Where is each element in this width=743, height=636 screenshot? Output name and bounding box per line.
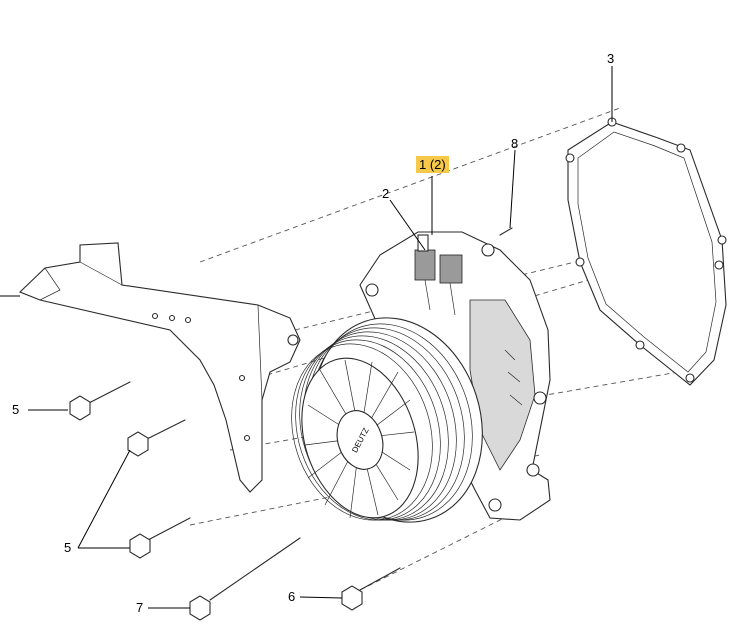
callout-item-8: 8 (511, 136, 519, 151)
callout-item-5-lower: 5 (64, 540, 72, 555)
callout-item-7: 7 (136, 600, 144, 615)
callout-item-1: 1 (2) (416, 156, 449, 173)
bolt-5-lower (129, 517, 191, 559)
bolt-5-middle (127, 419, 186, 457)
pin-8 (499, 227, 513, 236)
bolt-7 (189, 537, 301, 621)
bolt-5-upper (69, 381, 131, 421)
callout-item-6: 6 (288, 589, 296, 604)
callout-item-5-upper: 5 (12, 402, 20, 417)
leader-lines (0, 66, 613, 609)
callout-item-3: 3 (607, 51, 615, 66)
fan-clutch-part: DEUTZ (291, 317, 483, 523)
bolt-6 (341, 567, 401, 611)
gasket-part (565, 117, 727, 386)
bracket-part (19, 242, 301, 493)
callout-item-2: 2 (382, 186, 390, 201)
